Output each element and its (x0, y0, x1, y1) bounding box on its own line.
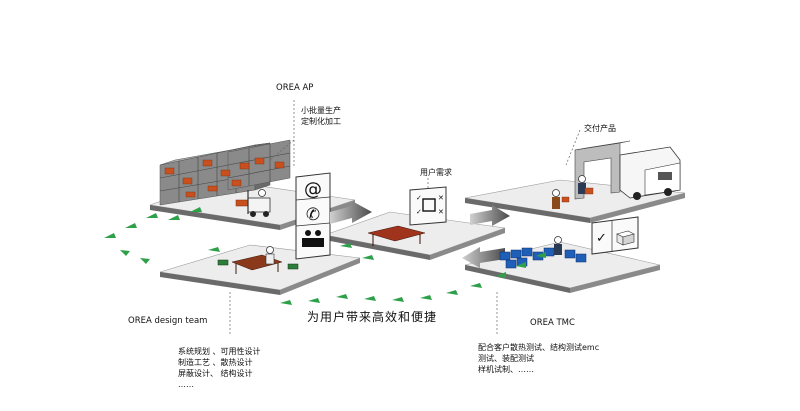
at-sign-icon: @ (304, 179, 322, 200)
ap-description: 小批量生产 定制化加工 (301, 105, 341, 127)
user-needs-scene: ✓ ✓ ✕ ✕ (367, 186, 447, 246)
svg-text:@: @ (304, 179, 322, 200)
svg-text:✓: ✓ (416, 194, 422, 202)
svg-text:✓: ✓ (596, 231, 607, 246)
design-line-3: 屏蔽设计、 结构设计 (178, 369, 253, 378)
svg-text:✕: ✕ (438, 208, 444, 216)
warehouse-shelves (159, 139, 291, 217)
design-team-title: OREA design team (128, 316, 208, 326)
tmc-scene: ✓ (499, 216, 639, 269)
tmc-line-2: 测试、装配测试 (478, 354, 534, 363)
tmc-line-1: 配合客户散热测试、结构测试emc (478, 343, 600, 352)
design-team-description: 系统规划 、可用性设计 制造工艺 、散热设计 屏蔽设计、 结构设计 …… (178, 346, 261, 390)
delivery-truck (619, 146, 681, 200)
center-caption: 为用户带来高效和便捷 (307, 310, 438, 324)
ap-title: OREA AP (276, 83, 314, 93)
forklift (235, 189, 271, 217)
contact-panel: @ ✆ (295, 172, 331, 260)
design-desk (217, 246, 299, 274)
tmc-platform (464, 241, 661, 293)
user-needs-label: 用户需求 (420, 168, 452, 177)
design-line-1: 系统规划 、可用性设计 (178, 347, 261, 356)
delivery-scene (552, 140, 681, 209)
tmc-description: 配合客户散热测试、结构测试emc 测试、装配测试 样机试制、…… (478, 342, 599, 375)
ap-line-1: 小批量生产 (301, 106, 341, 115)
leader-lines (229, 100, 581, 335)
design-line-2: 制造工艺 、散热设计 (178, 358, 253, 367)
svg-text:✕: ✕ (438, 194, 444, 202)
flow-arrows (330, 201, 510, 268)
svg-text:✓: ✓ (416, 208, 422, 216)
design-line-4: …… (178, 380, 194, 389)
deliver-product-label: 交付产品 (584, 124, 616, 133)
delivery-person (578, 175, 594, 195)
tmc-line-3: 样机试制、…… (478, 365, 534, 374)
ap-line-2: 定制化加工 (301, 117, 341, 126)
meeting-icon (302, 230, 324, 247)
telephone-icon: ✆ (306, 205, 320, 225)
green-arrow-path (104, 207, 546, 305)
svg-text:✆: ✆ (306, 205, 320, 225)
customer-person (552, 189, 570, 209)
tmc-title: OREA TMC (530, 318, 575, 328)
